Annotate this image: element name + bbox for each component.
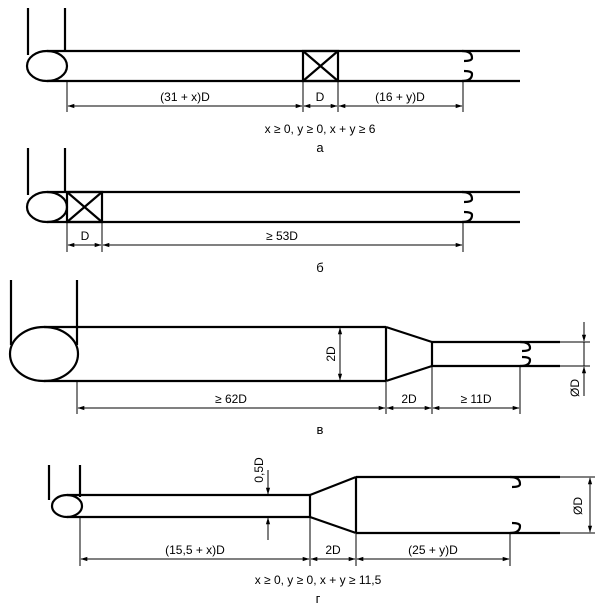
pressure-tap-top (519, 340, 532, 353)
dim-label-diameter-d: ØD (568, 379, 582, 397)
condition-text: x ≥ 0, y ≥ 0, x + y ≥ 11,5 (255, 573, 382, 587)
diagram-a: (31 + x)D D (16 + y)D x ≥ 0, y ≥ 0, x + … (25, 8, 520, 155)
diagram-g: 0,5D ØD (15,5 + x)D 2D (25 + y)D x ≥ 0, … (47, 457, 595, 606)
flow-conditioner-cross (302, 50, 339, 82)
pressure-tap-top (509, 475, 522, 489)
header-pipe-section (25, 49, 69, 83)
pressure-tap-bottom (461, 69, 474, 83)
dim-label-diameter-2d: 2D (324, 346, 338, 362)
diameter-extension-lines (560, 341, 590, 367)
dim-label-upstream: ≥ 62D (215, 392, 247, 406)
pressure-tap-top (461, 190, 474, 204)
header-pipe-section (8, 325, 80, 383)
extension-lines (66, 82, 464, 112)
dim-label-conditioner: D (81, 229, 90, 243)
diameter-extension-lines (560, 476, 595, 534)
expander-cone (309, 475, 357, 535)
meter-pipe-walls (356, 475, 560, 535)
dim-label-downstream: ≥ 11D (460, 392, 491, 406)
dim-label-upstream: (15,5 + x)D (165, 543, 225, 557)
caption: б (316, 260, 323, 275)
reducer-cone (385, 325, 433, 383)
dim-label-diameter-d: ØD (571, 497, 585, 515)
caption: а (316, 140, 324, 155)
pressure-tap-bottom (509, 521, 522, 535)
diagram-b: D ≥ 53D б (25, 148, 520, 275)
dim-label-05d: 0,5D (252, 457, 266, 483)
meter-pipe-walls (432, 340, 560, 368)
flow-conditioner-box (65, 190, 104, 224)
header-pipe-section (25, 190, 69, 224)
pressure-tap-top (461, 49, 474, 63)
dim-label-downstream: (25 + y)D (408, 543, 458, 557)
flow-conditioner-cross (66, 191, 103, 223)
extension-lines (66, 223, 464, 252)
small-pipe-walls (67, 493, 310, 519)
flow-conditioner-box (301, 49, 340, 83)
caption: в (317, 422, 324, 437)
dim-label-downstream: ≥ 53D (266, 229, 298, 243)
dim-label-conditioner: D (316, 90, 325, 104)
extension-lines (79, 518, 511, 566)
pressure-tap-bottom (519, 355, 532, 368)
header-pipe-section (50, 493, 84, 519)
pressure-tap-bottom (461, 210, 474, 224)
dim-label-expander: 2D (325, 543, 341, 557)
dim-label-reducer: 2D (401, 392, 417, 406)
extension-lines (76, 367, 521, 414)
dim-label-downstream: (16 + y)D (375, 90, 425, 104)
diagram-v: 2D ØD ≥ 62D 2D ≥ 11D в (8, 280, 590, 437)
condition-text: x ≥ 0, y ≥ 0, x + y ≥ 6 (265, 122, 376, 136)
dim-label-upstream: (31 + x)D (160, 90, 210, 104)
caption: г (316, 591, 321, 606)
